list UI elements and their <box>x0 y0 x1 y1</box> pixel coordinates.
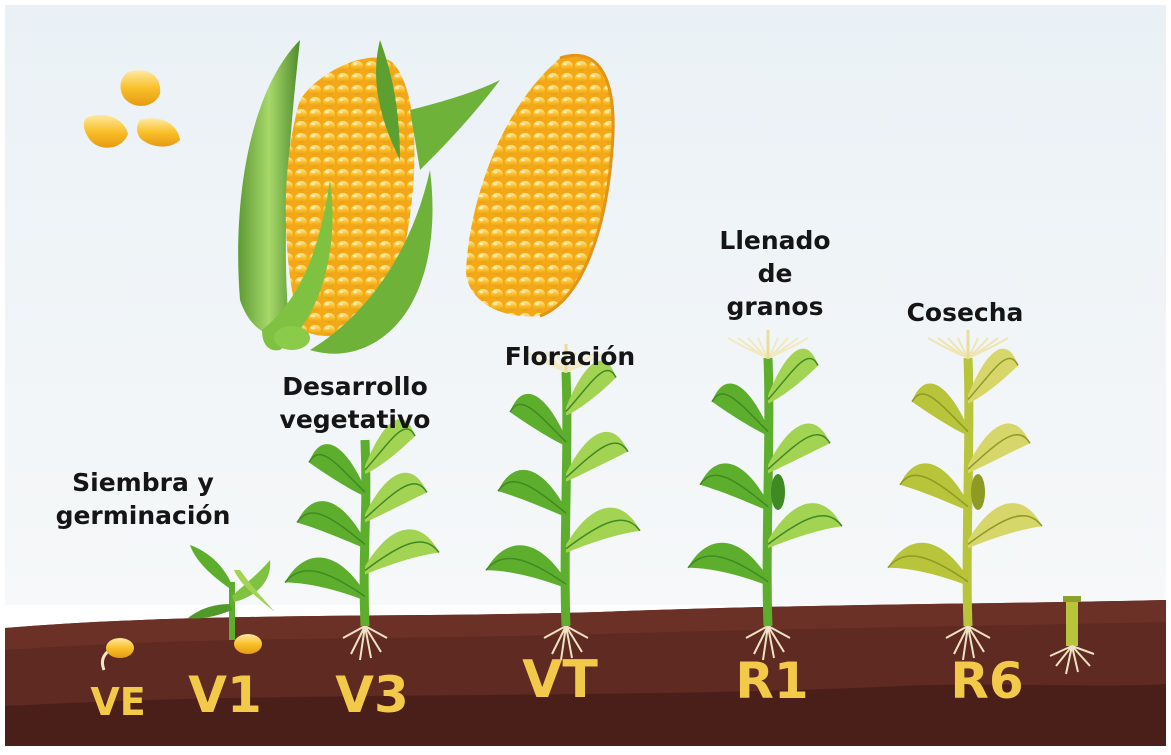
stage-code-r1: R1 <box>722 652 822 710</box>
stage-label-line: Floración <box>470 340 670 373</box>
stage-label-floracion: Floración <box>470 340 670 373</box>
stage-label-line: Desarrollo <box>240 370 470 403</box>
stage-label-line: granos <box>690 290 860 323</box>
stage-code-v3: V3 <box>322 666 422 724</box>
stage-label-line: germinación <box>18 499 268 532</box>
stage-label-cosecha: Cosecha <box>880 296 1050 329</box>
stage-code-r6: R6 <box>932 652 1042 710</box>
stage-label-siembra: Siembra y germinación <box>18 466 268 532</box>
stage-code-vt: VT <box>510 650 610 710</box>
stage-label-llenado: Llenado de granos <box>690 224 860 323</box>
stage-label-line: Cosecha <box>880 296 1050 329</box>
stage-label-line: vegetativo <box>240 403 470 436</box>
stage-code-ve: VE <box>78 680 158 724</box>
stage-code-v1: V1 <box>180 666 270 724</box>
stage-label-line: Siembra y <box>18 466 268 499</box>
stage-label-desarrollo: Desarrollo vegetativo <box>240 370 470 436</box>
stage-label-line: de <box>690 257 860 290</box>
stage-label-line: Llenado <box>690 224 860 257</box>
